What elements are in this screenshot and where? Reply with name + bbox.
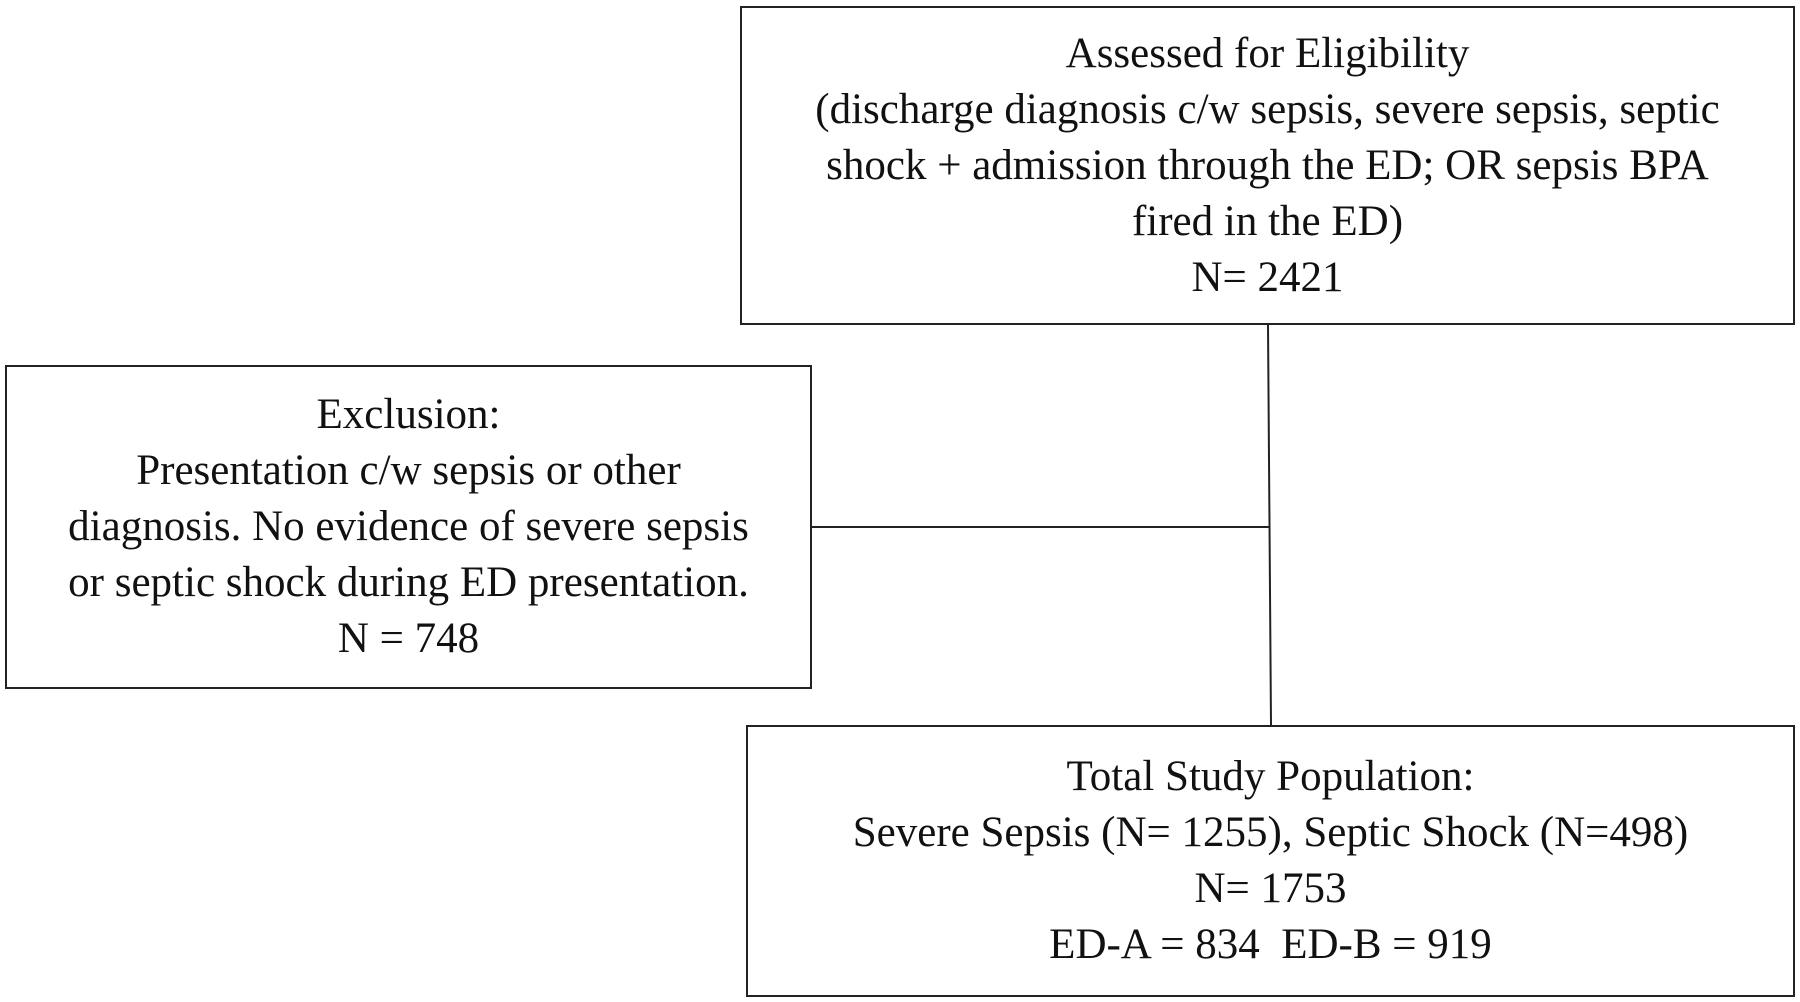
eligibility-title: Assessed for Eligibility [1065, 29, 1470, 77]
exclusion-count: N = 748 [337, 615, 480, 662]
exclusion-title: Exclusion: [316, 391, 501, 438]
total-title: Total Study Population: [1066, 753, 1475, 800]
exclusion-reason-line-1: Presentation c/w sepsis or other [136, 447, 681, 494]
eligibility-criteria-line-3: fired in the ED) [1131, 197, 1404, 245]
eligibility-box: Assessed for Eligibility (discharge diag… [740, 6, 1795, 325]
connector-eligibility-to-total [1267, 324, 1272, 726]
total-site-split: ED-A = 834 ED-B = 919 [1049, 921, 1492, 968]
total-count: N= 1753 [1194, 865, 1347, 912]
exclusion-box: Exclusion: Presentation c/w sepsis or ot… [5, 365, 812, 689]
exclusion-reason-line-3: or septic shock during ED presentation. [68, 559, 749, 606]
eligibility-criteria-line-1: (discharge diagnosis c/w sepsis, severe … [815, 85, 1720, 133]
total-population-box: Total Study Population: Severe Sepsis (N… [746, 725, 1795, 997]
eligibility-count: N= 2421 [1191, 253, 1344, 301]
eligibility-criteria-line-2: shock + admission through the ED; OR sep… [826, 141, 1709, 189]
exclusion-reason-line-2: diagnosis. No evidence of severe sepsis [68, 503, 749, 550]
total-breakdown: Severe Sepsis (N= 1255), Septic Shock (N… [852, 809, 1689, 856]
